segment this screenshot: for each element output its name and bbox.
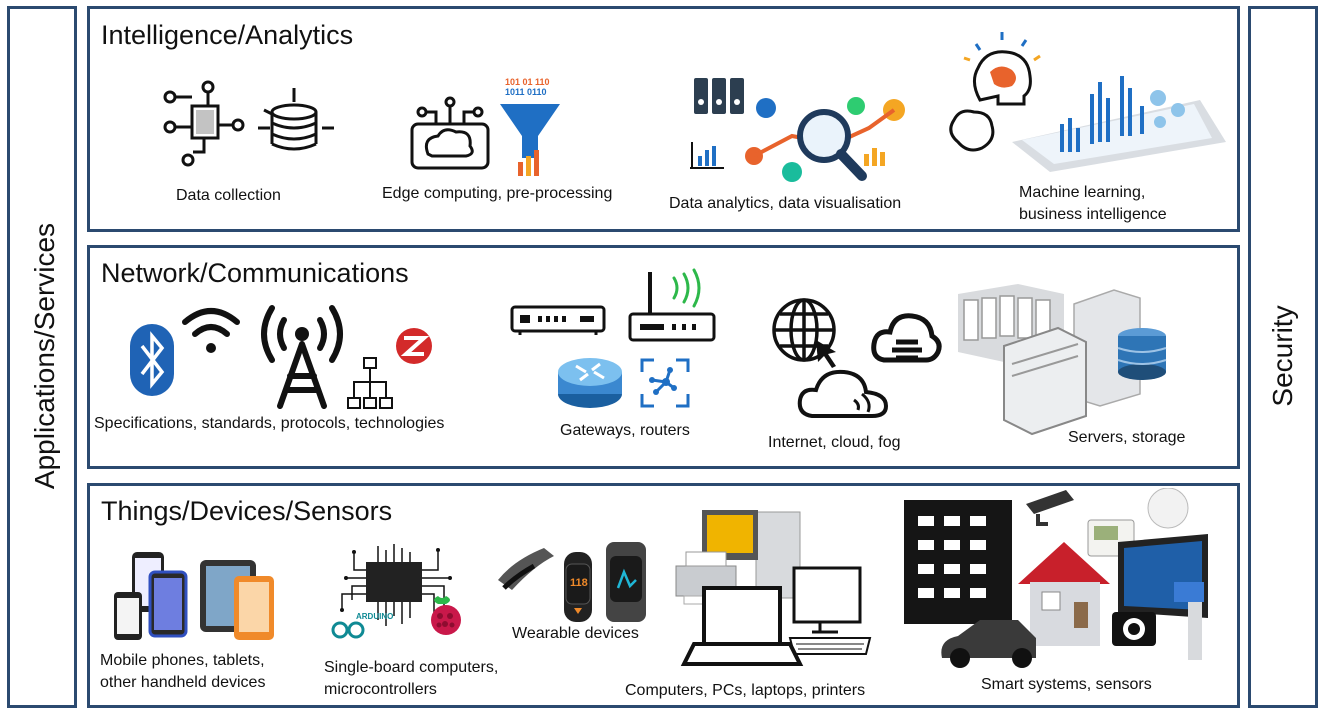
internet-cloud-label: Internet, cloud, fog <box>768 434 901 451</box>
mobile-devices-label-1: Mobile phones, tablets, <box>100 652 265 669</box>
specifications-label: Specifications, standards, protocols, te… <box>94 415 445 432</box>
machine-learning-icon <box>949 32 1226 172</box>
bluetooth-icon <box>130 324 174 396</box>
watch-value: 118 <box>570 577 588 589</box>
wearable-devices-label: Wearable devices <box>512 625 639 642</box>
data-collection-icon <box>163 80 334 167</box>
data-analytics-label: Data analytics, data visualisation <box>669 195 902 212</box>
smart-systems-label: Smart systems, sensors <box>981 676 1152 693</box>
network-communications-title: Network/Communications <box>101 258 409 288</box>
applications-services-label: Applications/Services <box>29 222 60 490</box>
modem-icon <box>510 305 606 335</box>
smart-systems-icon <box>904 488 1208 668</box>
wifi-icon <box>182 308 240 353</box>
machine-learning-label-2: business intelligence <box>1019 206 1167 223</box>
wearable-devices-icon <box>498 542 646 622</box>
cloud-icon <box>797 369 889 418</box>
network-hub-icon <box>640 358 690 408</box>
binary-text-1: 101 01 110 <box>505 77 550 87</box>
data-analytics-icon <box>690 78 905 182</box>
mobile-devices-label-2: other handheld devices <box>100 674 266 691</box>
wireless-router-icon <box>628 268 716 342</box>
binary-text-2: 1011 0110 <box>505 87 547 97</box>
single-board-label-1: Single-board computers, <box>324 659 499 676</box>
servers-storage-icon <box>958 284 1167 436</box>
cloud-storage-icon <box>871 313 942 363</box>
cell-tower-icon <box>261 305 343 409</box>
applications-services-panel <box>7 6 77 708</box>
arduino-text: ARDUINO <box>356 612 394 621</box>
servers-storage-label: Servers, storage <box>1068 429 1186 446</box>
single-board-label-2: microcontrollers <box>324 681 437 698</box>
things-devices-sensors-title: Things/Devices/Sensors <box>101 496 393 526</box>
gateways-label: Gateways, routers <box>560 422 690 439</box>
mobile-phones-tablets-icon <box>114 552 274 640</box>
edge-computing-label: Edge computing, pre-processing <box>382 185 613 202</box>
machine-learning-label-1: Machine learning, <box>1019 184 1146 201</box>
security-panel <box>1248 6 1318 708</box>
data-collection-label: Data collection <box>176 187 281 204</box>
zigbee-icon <box>396 328 432 364</box>
edge-computing-icon <box>410 96 560 176</box>
security-label: Security <box>1267 305 1298 407</box>
intelligence-analytics-title: Intelligence/Analytics <box>101 20 354 50</box>
network-topology-icon <box>347 357 393 409</box>
computers-label: Computers, PCs, laptops, printers <box>625 682 866 699</box>
router-icon <box>558 358 622 408</box>
single-board-computers-icon <box>331 544 461 639</box>
computers-printers-icon <box>675 510 872 666</box>
globe-icon <box>772 298 836 368</box>
intelligence-analytics-layer <box>87 6 1240 232</box>
